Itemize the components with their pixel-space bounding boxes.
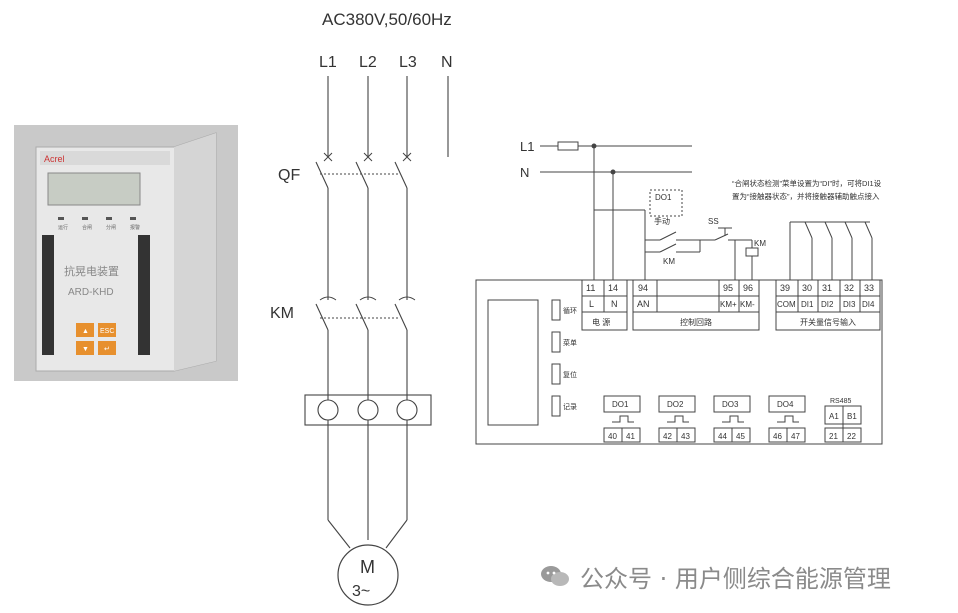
term-94: 94 xyxy=(638,283,648,293)
term-95: 95 xyxy=(723,283,733,293)
ctrl-label-n: N xyxy=(520,165,529,180)
do1-label: DO1 xyxy=(612,400,629,409)
terminal-blocks xyxy=(581,279,881,331)
supply-label: AC380V,50/60Hz xyxy=(322,10,452,29)
term-di4: DI4 xyxy=(862,300,875,309)
key-up: ▲ xyxy=(82,328,89,335)
motor-type: 3~ xyxy=(352,583,370,600)
contactor-km xyxy=(319,296,416,319)
rs485-b1: B1 xyxy=(847,412,857,421)
contactor-label: KM xyxy=(270,305,294,322)
led-close: 合闸 xyxy=(82,224,92,231)
term-l: L xyxy=(589,299,594,309)
btn-reset-label: 复位 xyxy=(563,370,577,379)
term-11: 11 xyxy=(586,283,595,293)
phase-label-l3: L3 xyxy=(399,54,417,71)
do2-term-b: 43 xyxy=(681,432,690,441)
do3-term-a: 44 xyxy=(718,432,727,441)
rs485-term-22: 22 xyxy=(847,432,856,441)
device-lcd xyxy=(47,172,141,206)
led-open: 分闸 xyxy=(106,224,116,231)
term-di3: DI3 xyxy=(843,300,856,309)
control-caption: 控制回路 xyxy=(680,317,712,327)
do4-label: DO4 xyxy=(777,400,794,409)
do3-term-b: 45 xyxy=(736,432,745,441)
device-model: ARD-KHD xyxy=(68,287,114,298)
manual-label: 手动 xyxy=(654,216,670,226)
km-coil-label: KM xyxy=(754,239,766,248)
led-run: 运行 xyxy=(58,224,68,231)
ctrl-label-l1: L1 xyxy=(520,139,534,154)
btn-menu-label: 菜单 xyxy=(563,338,577,347)
do3-label: DO3 xyxy=(722,400,739,409)
do2-label: DO2 xyxy=(667,400,684,409)
do1-dashed-label: DO1 xyxy=(655,193,672,202)
note-line-1: “合闸状态检测”菜单设置为“DI”时，可将DI1设 xyxy=(732,178,882,188)
power-caption: 电 源 xyxy=(592,317,610,327)
term-n: N xyxy=(611,299,618,309)
term-kmplus: KM+ xyxy=(720,300,737,309)
phase-label-n: N xyxy=(441,54,453,71)
term-32: 32 xyxy=(844,283,854,293)
phase-label-l1: L1 xyxy=(319,54,337,71)
watermark-text: 公众号 · 用户侧综合能源管理 xyxy=(580,564,891,593)
rs485-label: RS485 xyxy=(830,398,852,405)
device-brand: Acrel xyxy=(44,154,65,164)
note-line-2: 置为“接触器状态”，并将接触器辅助触点接入 xyxy=(732,191,880,201)
output-blocks xyxy=(603,395,862,443)
term-an: AN xyxy=(637,299,650,309)
device-display xyxy=(487,299,539,426)
breaker-label: QF xyxy=(278,167,300,184)
term-30: 30 xyxy=(802,283,812,293)
di-caption: 开关量信号输入 xyxy=(800,317,856,327)
led-alarm: 报警 xyxy=(130,224,140,231)
rs485-term-21: 21 xyxy=(829,432,838,441)
do1-term-b: 41 xyxy=(626,432,635,441)
term-di1: DI1 xyxy=(801,300,814,309)
term-di2: DI2 xyxy=(821,300,834,309)
phase-labels: L1 L2 L3 N xyxy=(319,54,453,71)
rs485-a1: A1 xyxy=(829,412,839,421)
btn-cycle-label: 循环 xyxy=(563,306,577,315)
watermark: 公众号 · 用户侧综合能源管理 xyxy=(540,556,950,596)
do4-term-b: 47 xyxy=(791,432,800,441)
device-keys: ▲ ESC ▼ ↵ xyxy=(76,323,116,355)
current-transformer xyxy=(304,394,432,426)
do1-term-a: 40 xyxy=(608,432,617,441)
term-96: 96 xyxy=(743,283,753,293)
line-labels: L1 N xyxy=(520,139,534,180)
motor-symbol: M 3~ xyxy=(337,544,399,606)
wechat-icon xyxy=(540,564,570,588)
motor-letter: M xyxy=(360,557,375,577)
device-photo: Acrel 运行 合闸 分闸 报警 抗晃电装置 ARD-KHD ▲ ESC ▼ … xyxy=(14,125,238,381)
device-name: 抗晃电装置 xyxy=(64,264,119,278)
term-31: 31 xyxy=(822,283,832,293)
key-down: ▼ xyxy=(82,346,89,353)
btn-record-label: 记录 xyxy=(563,403,577,411)
phase-label-l2: L2 xyxy=(359,54,377,71)
phase-conductors xyxy=(315,76,449,549)
km-aux-label: KM xyxy=(663,257,675,266)
terminal-labels: 11 14 L N 电 源 94 95 96 AN KM+ KM- 控制回路 3… xyxy=(586,283,875,327)
key-esc: ESC xyxy=(100,328,114,335)
control-lines xyxy=(540,141,873,280)
ss-label: SS xyxy=(708,217,719,226)
breaker-qf xyxy=(320,152,412,175)
do2-term-a: 42 xyxy=(663,432,672,441)
do4-term-a: 46 xyxy=(773,432,782,441)
term-14: 14 xyxy=(608,283,618,293)
term-com: COM xyxy=(777,300,796,309)
term-39: 39 xyxy=(780,283,790,293)
key-enter: ↵ xyxy=(104,346,110,353)
term-kmminus: KM- xyxy=(740,300,755,309)
side-buttons xyxy=(551,299,561,417)
term-33: 33 xyxy=(864,283,874,293)
